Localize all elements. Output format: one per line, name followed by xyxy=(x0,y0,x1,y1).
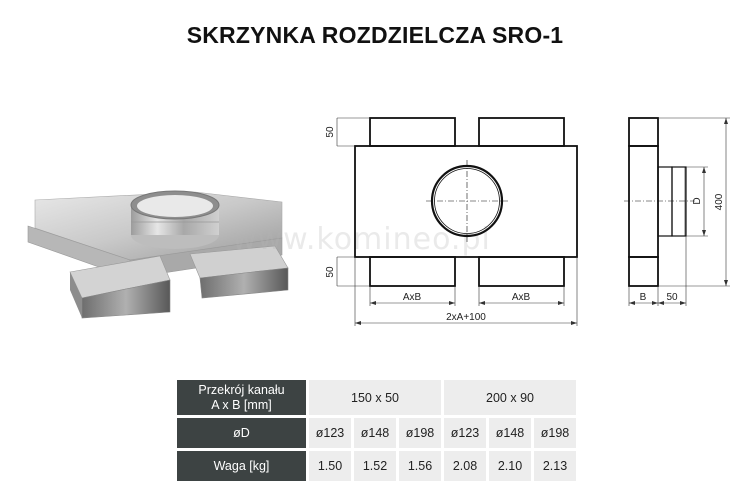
side-view-drawing: D 400 B 50 xyxy=(624,117,730,306)
diameter-cell: ø148 xyxy=(489,418,531,448)
table-row-weight: Waga [kg] 1.50 1.52 1.56 2.08 2.10 2.13 xyxy=(177,451,576,481)
diameter-cell: ø198 xyxy=(399,418,441,448)
dim-diameter: D xyxy=(692,197,703,204)
dim-bottom-height: 50 xyxy=(325,266,336,278)
dim-outlet-right: AxB xyxy=(512,292,531,303)
spec-table: Przekrój kanału A x B [mm] 150 x 50 200 … xyxy=(174,377,579,484)
weight-cell: 2.08 xyxy=(444,451,486,481)
dim-top-height: 50 xyxy=(325,126,336,138)
table-row-section: Przekrój kanału A x B [mm] 150 x 50 200 … xyxy=(177,380,576,415)
product-photo xyxy=(27,190,289,319)
page-title: SKRZYNKA ROZDZIELCZA SRO-1 xyxy=(186,22,564,48)
group-200x90: 200 x 90 xyxy=(444,380,576,415)
watermark: www.komineo.pl xyxy=(232,222,491,257)
dim-total-width: 2xA+100 xyxy=(446,312,486,323)
diameter-cell: ø198 xyxy=(534,418,576,448)
group-150x50: 150 x 50 xyxy=(309,380,441,415)
row-header-section: Przekrój kanału A x B [mm] xyxy=(177,380,306,415)
weight-cell: 1.52 xyxy=(354,451,396,481)
diameter-cell: ø148 xyxy=(354,418,396,448)
weight-cell: 2.13 xyxy=(534,451,576,481)
diameter-cell: ø123 xyxy=(444,418,486,448)
dim-collar: 50 xyxy=(666,292,678,303)
front-view-drawing: 50 50 AxB AxB 2xA+100 xyxy=(325,117,578,326)
dim-outlet-left: AxB xyxy=(403,292,422,303)
dim-height: 400 xyxy=(714,193,725,210)
weight-cell: 2.10 xyxy=(489,451,531,481)
dim-depth: B xyxy=(640,292,647,303)
diameter-cell: ø123 xyxy=(309,418,351,448)
weight-cell: 1.50 xyxy=(309,451,351,481)
row-header-weight: Waga [kg] xyxy=(177,451,306,481)
table-row-diameter: øD ø123 ø148 ø198 ø123 ø148 ø198 xyxy=(177,418,576,448)
weight-cell: 1.56 xyxy=(399,451,441,481)
row-header-diameter: øD xyxy=(177,418,306,448)
